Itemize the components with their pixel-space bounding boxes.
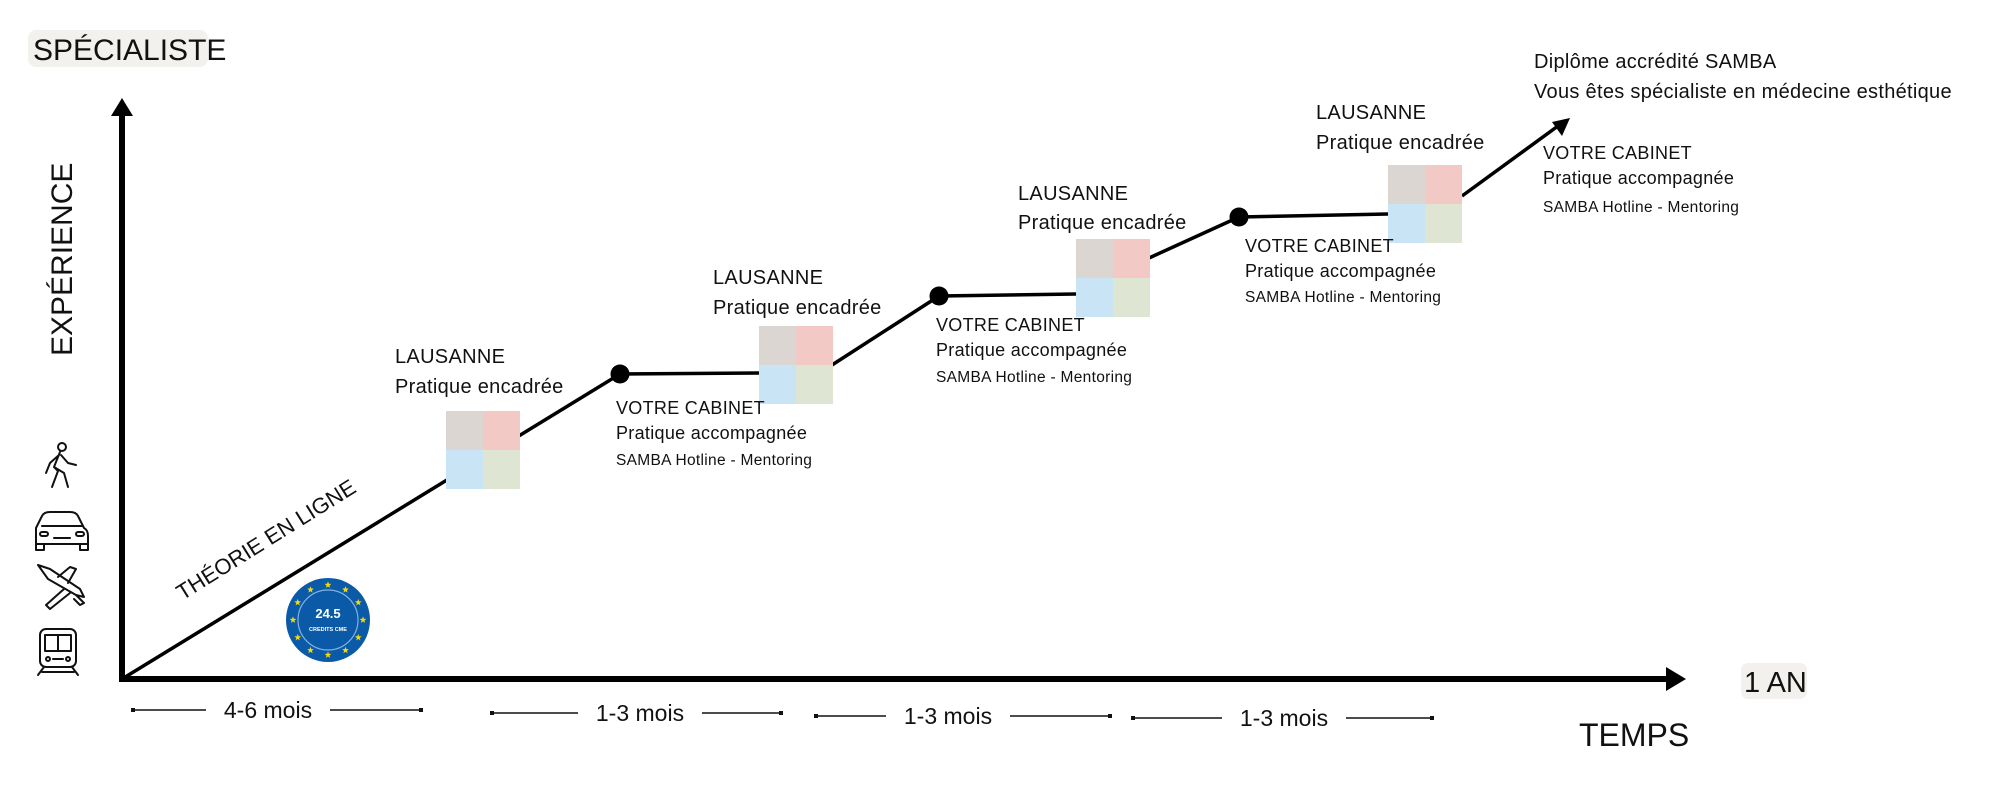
cabinet-label-4: VOTRE CABINET Pratique accompagnée SAMBA… <box>1543 143 1739 216</box>
cabinet-desc: Pratique accompagnée <box>1245 261 1436 281</box>
photo-quadrant <box>759 326 796 365</box>
duration-bracket: 1-3 mois <box>814 703 1112 729</box>
stage-desc: Pratique encadrée <box>713 297 882 319</box>
stage-desc: Pratique encadrée <box>395 376 564 398</box>
stage-label-4: LAUSANNE Pratique encadrée <box>1316 102 1485 154</box>
photo-quadrant <box>1388 204 1425 243</box>
cabinet-label-1: VOTRE CABINET Pratique accompagnée SAMBA… <box>616 398 812 469</box>
star-icon <box>324 581 332 588</box>
star-icon <box>342 646 349 654</box>
goal-label: Diplôme accrédité SAMBA Vous êtes spécia… <box>1534 51 1952 103</box>
cabinet-support: SAMBA Hotline - Mentoring <box>616 452 812 469</box>
star-icon <box>294 598 302 606</box>
stage-desc: Pratique encadrée <box>1316 132 1485 154</box>
cabinet-place: VOTRE CABINET <box>1245 236 1394 256</box>
star-icon <box>359 616 367 623</box>
cabinet-support: SAMBA Hotline - Mentoring <box>1245 289 1441 306</box>
photo-quadrant <box>446 411 483 450</box>
photo-quadrant <box>796 365 833 404</box>
stage-place: LAUSANNE <box>1018 183 1128 205</box>
photo-quadrant <box>1113 278 1150 317</box>
lausanne-photo-tile-4 <box>1388 165 1462 243</box>
photo-quadrant <box>483 450 520 489</box>
goal-line-2: Vous êtes spécialiste en médecine esthét… <box>1534 81 1952 103</box>
specialist-label-bg <box>28 30 208 67</box>
photo-quadrant <box>1113 239 1150 278</box>
photo-quadrant <box>1076 278 1113 317</box>
specialist-label: SPÉCIALISTE <box>33 34 226 67</box>
progress-path <box>121 124 1560 681</box>
duration-label: 1-3 mois <box>596 700 684 726</box>
car-icon <box>35 511 89 551</box>
goal-line-1: Diplôme accrédité SAMBA <box>1534 51 1777 73</box>
stage-label-1: LAUSANNE Pratique encadrée <box>395 346 564 398</box>
star-icon <box>354 598 362 606</box>
milestone-dot <box>1229 207 1249 227</box>
cabinet-desc: Pratique accompagnée <box>936 340 1127 360</box>
stage-place: LAUSANNE <box>713 267 823 289</box>
photo-quadrant <box>796 326 833 365</box>
duration-bracket: 1-3 mois <box>490 700 783 726</box>
photo-quadrant <box>446 450 483 489</box>
time-axis-label: TEMPS <box>1579 717 1689 753</box>
cabinet-support: SAMBA Hotline - Mentoring <box>936 369 1132 386</box>
milestone-dot <box>929 286 949 306</box>
photo-quadrant <box>1388 165 1425 204</box>
cme-credits-badge: 24.5 CREDITS CME <box>286 578 370 662</box>
stage-place: LAUSANNE <box>395 346 505 368</box>
photo-quadrant <box>483 411 520 450</box>
stage-desc: Pratique encadrée <box>1018 212 1187 234</box>
lausanne-photo-tile-2 <box>759 326 833 404</box>
duration-bracket: 4-6 mois <box>131 697 423 723</box>
one-year-label: 1 AN <box>1744 667 1807 699</box>
star-icon <box>324 651 332 658</box>
experience-axis-label: EXPÉRIENCE <box>46 163 79 356</box>
goal-arrow-icon <box>1552 118 1570 136</box>
lausanne-photo-tile-3 <box>1076 239 1150 317</box>
milestone-dot <box>610 364 630 384</box>
badge-value: 24.5 <box>315 606 340 621</box>
cabinet-place: VOTRE CABINET <box>936 315 1085 335</box>
photo-quadrant <box>1425 165 1462 204</box>
stage-label-3: LAUSANNE Pratique encadrée <box>1018 183 1187 234</box>
cabinet-place: VOTRE CABINET <box>1543 143 1692 163</box>
lausanne-photo-tile-1 <box>446 411 520 489</box>
cabinet-label-2: VOTRE CABINET Pratique accompagnée SAMBA… <box>936 315 1132 386</box>
photo-quadrant <box>1425 204 1462 243</box>
train-icon <box>37 628 79 676</box>
photo-quadrant <box>759 365 796 404</box>
duration-bracket: 1-3 mois <box>1131 705 1434 731</box>
star-icon <box>307 586 314 593</box>
star-icon <box>294 633 302 641</box>
cabinet-place: VOTRE CABINET <box>616 398 765 418</box>
stage-place: LAUSANNE <box>1316 102 1426 124</box>
photo-quadrant <box>1076 239 1113 278</box>
duration-label: 1-3 mois <box>904 703 992 729</box>
star-icon <box>289 616 297 623</box>
cabinet-desc: Pratique accompagnée <box>616 423 807 443</box>
cabinet-support: SAMBA Hotline - Mentoring <box>1543 199 1739 216</box>
y-axis-arrow-icon <box>111 98 133 116</box>
star-icon <box>354 633 362 641</box>
cabinet-label-3: VOTRE CABINET Pratique accompagnée SAMBA… <box>1245 236 1441 306</box>
badge-caption: CREDITS CME <box>309 627 347 633</box>
star-icon <box>342 586 349 593</box>
walking-person-icon <box>45 442 77 488</box>
star-icon <box>307 646 314 654</box>
duration-label: 1-3 mois <box>1240 705 1328 731</box>
x-axis-arrow-icon <box>1666 667 1686 691</box>
airplane-icon <box>37 564 85 610</box>
stage-label-2: LAUSANNE Pratique encadrée <box>713 267 882 319</box>
duration-label: 4-6 mois <box>224 697 312 723</box>
one-year-label-bg <box>1741 663 1807 699</box>
cabinet-desc: Pratique accompagnée <box>1543 168 1734 188</box>
